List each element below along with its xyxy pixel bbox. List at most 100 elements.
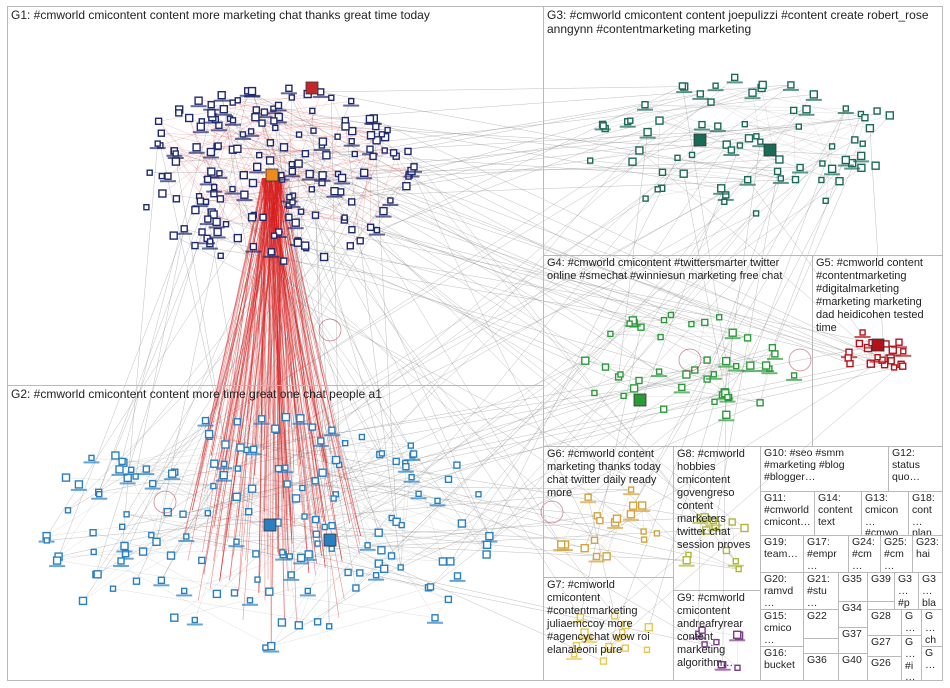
node <box>795 123 802 130</box>
node <box>233 233 243 243</box>
node-label-bar <box>204 121 221 124</box>
edge-line <box>587 496 658 534</box>
group-label-g2: G2: #cmworld cmicontent content more tim… <box>11 387 382 401</box>
edge-line <box>486 115 890 545</box>
edge-line <box>176 120 234 199</box>
node-label-bar <box>119 482 136 485</box>
edge-line <box>648 401 715 628</box>
edge-line <box>167 188 662 513</box>
node <box>378 131 386 138</box>
edge-line <box>376 140 871 364</box>
node-label-bar <box>607 526 624 529</box>
edge-line <box>350 245 595 394</box>
edge-line <box>211 119 216 172</box>
node <box>387 552 396 560</box>
group-label-g22: G22 <box>807 610 827 622</box>
node <box>698 120 706 129</box>
node <box>855 339 864 348</box>
node-label-bar <box>761 372 778 375</box>
node <box>275 228 283 236</box>
node <box>591 389 598 397</box>
node <box>217 252 224 260</box>
node <box>111 451 120 460</box>
edge-line <box>561 518 617 545</box>
node-label-bar <box>253 422 270 425</box>
group-label-g28: G28 <box>871 610 891 622</box>
loop-edge <box>788 348 812 372</box>
node <box>267 248 276 256</box>
edge-line <box>219 177 270 582</box>
node <box>132 473 139 480</box>
group-box-g35: G35 <box>838 572 868 602</box>
node-label-bar <box>249 171 266 174</box>
edge-line <box>261 418 286 468</box>
node-label-bar <box>676 91 693 94</box>
edge-line <box>271 91 321 252</box>
edge-line <box>644 104 846 109</box>
node <box>828 143 836 150</box>
edge-line <box>659 120 840 182</box>
node <box>372 136 381 145</box>
group-box-g27: G27 <box>867 635 902 657</box>
edge-line <box>218 125 665 321</box>
node <box>696 90 704 98</box>
node <box>157 129 166 137</box>
node <box>717 184 726 193</box>
edge-line <box>376 84 763 231</box>
node <box>301 149 310 158</box>
edge-line <box>237 468 288 485</box>
node-label-bar <box>206 190 223 193</box>
edge-line <box>360 85 683 242</box>
node-label-bar <box>192 205 209 208</box>
node <box>365 114 375 124</box>
node <box>309 107 316 115</box>
node <box>295 131 303 138</box>
node <box>93 570 102 579</box>
node <box>900 348 907 355</box>
edge-line <box>212 116 851 364</box>
edge-line <box>126 514 278 523</box>
node <box>444 595 453 604</box>
node <box>342 440 349 447</box>
edge-line <box>46 526 123 537</box>
node <box>748 88 757 97</box>
node <box>206 238 214 245</box>
node <box>204 215 212 223</box>
edge-line <box>560 497 589 545</box>
edge-line <box>279 177 362 537</box>
node <box>282 464 289 471</box>
node <box>201 416 210 425</box>
node <box>265 156 275 165</box>
node <box>270 117 278 125</box>
edge-line <box>596 514 632 557</box>
node-label-bar <box>758 370 775 372</box>
node <box>721 198 728 206</box>
node-label-bar <box>744 97 761 100</box>
node <box>297 208 305 215</box>
node-label-bar <box>692 97 709 100</box>
edge-line <box>701 124 846 161</box>
node <box>746 361 755 370</box>
edge-line <box>224 445 411 465</box>
edge-line <box>260 177 263 448</box>
hub-node <box>323 533 337 547</box>
node <box>247 128 255 135</box>
node <box>239 170 249 180</box>
node-label-bar <box>245 250 262 253</box>
node <box>183 533 190 540</box>
node <box>180 225 188 233</box>
node <box>88 454 95 462</box>
edge-line <box>58 146 218 557</box>
node <box>170 613 179 622</box>
group-box-g15: G15: cmico… <box>760 609 804 647</box>
edge-line <box>158 121 221 199</box>
node-label-bar <box>178 540 195 542</box>
node <box>234 465 242 472</box>
edge-line <box>194 449 254 621</box>
node <box>640 536 648 543</box>
node <box>410 163 418 171</box>
group-box-g24: G24: #cm… <box>848 535 881 573</box>
edge-line <box>270 142 660 372</box>
node-label-bar <box>614 635 631 638</box>
node <box>204 509 212 517</box>
